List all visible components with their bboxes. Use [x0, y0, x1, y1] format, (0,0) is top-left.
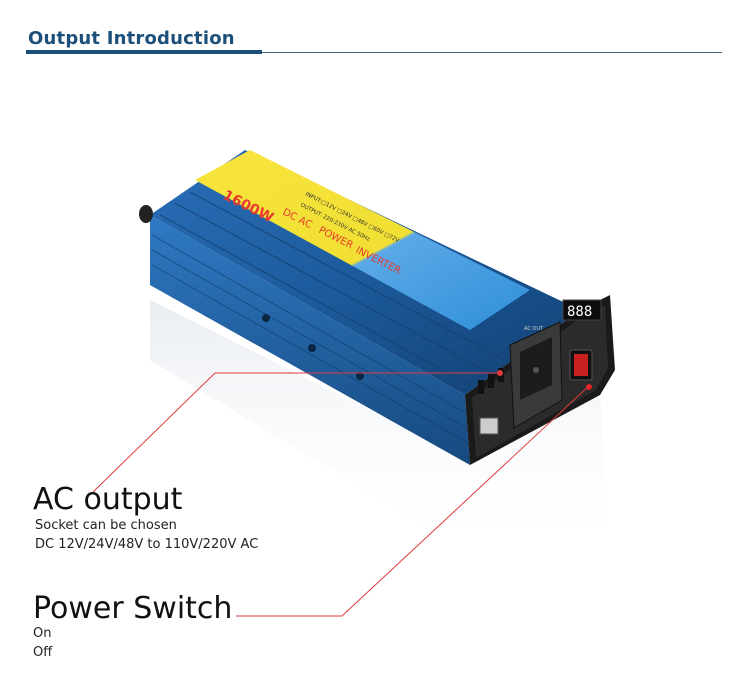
dc-terminal: [139, 205, 153, 223]
section-title: Output Introduction: [28, 28, 235, 49]
usb-port: [479, 417, 499, 435]
ac-output-line1: Socket can be chosen: [35, 518, 177, 533]
voltage-display: [562, 299, 602, 321]
inverter-body-side: [150, 215, 470, 465]
ac-output-callout-line: [92, 372, 500, 493]
ac-output-title: AC output: [33, 482, 183, 517]
ac-output-line2: DC 12V/24V/48V to 110V/220V AC: [35, 537, 259, 552]
section-header: Output Introduction: [26, 26, 722, 56]
header-divider: [26, 52, 722, 53]
reflection: [150, 300, 610, 560]
header-accent-bar: [26, 50, 262, 54]
power-switch-callout-line: [236, 384, 591, 617]
power-switch-off: Off: [33, 645, 53, 660]
inverter-label: [195, 150, 530, 330]
ac-socket-label: AC OUT: [524, 326, 544, 332]
power-switch-title: Power Switch: [33, 591, 233, 626]
power-switch-on: On: [33, 626, 52, 641]
voltage-display-value: 888: [567, 304, 592, 320]
